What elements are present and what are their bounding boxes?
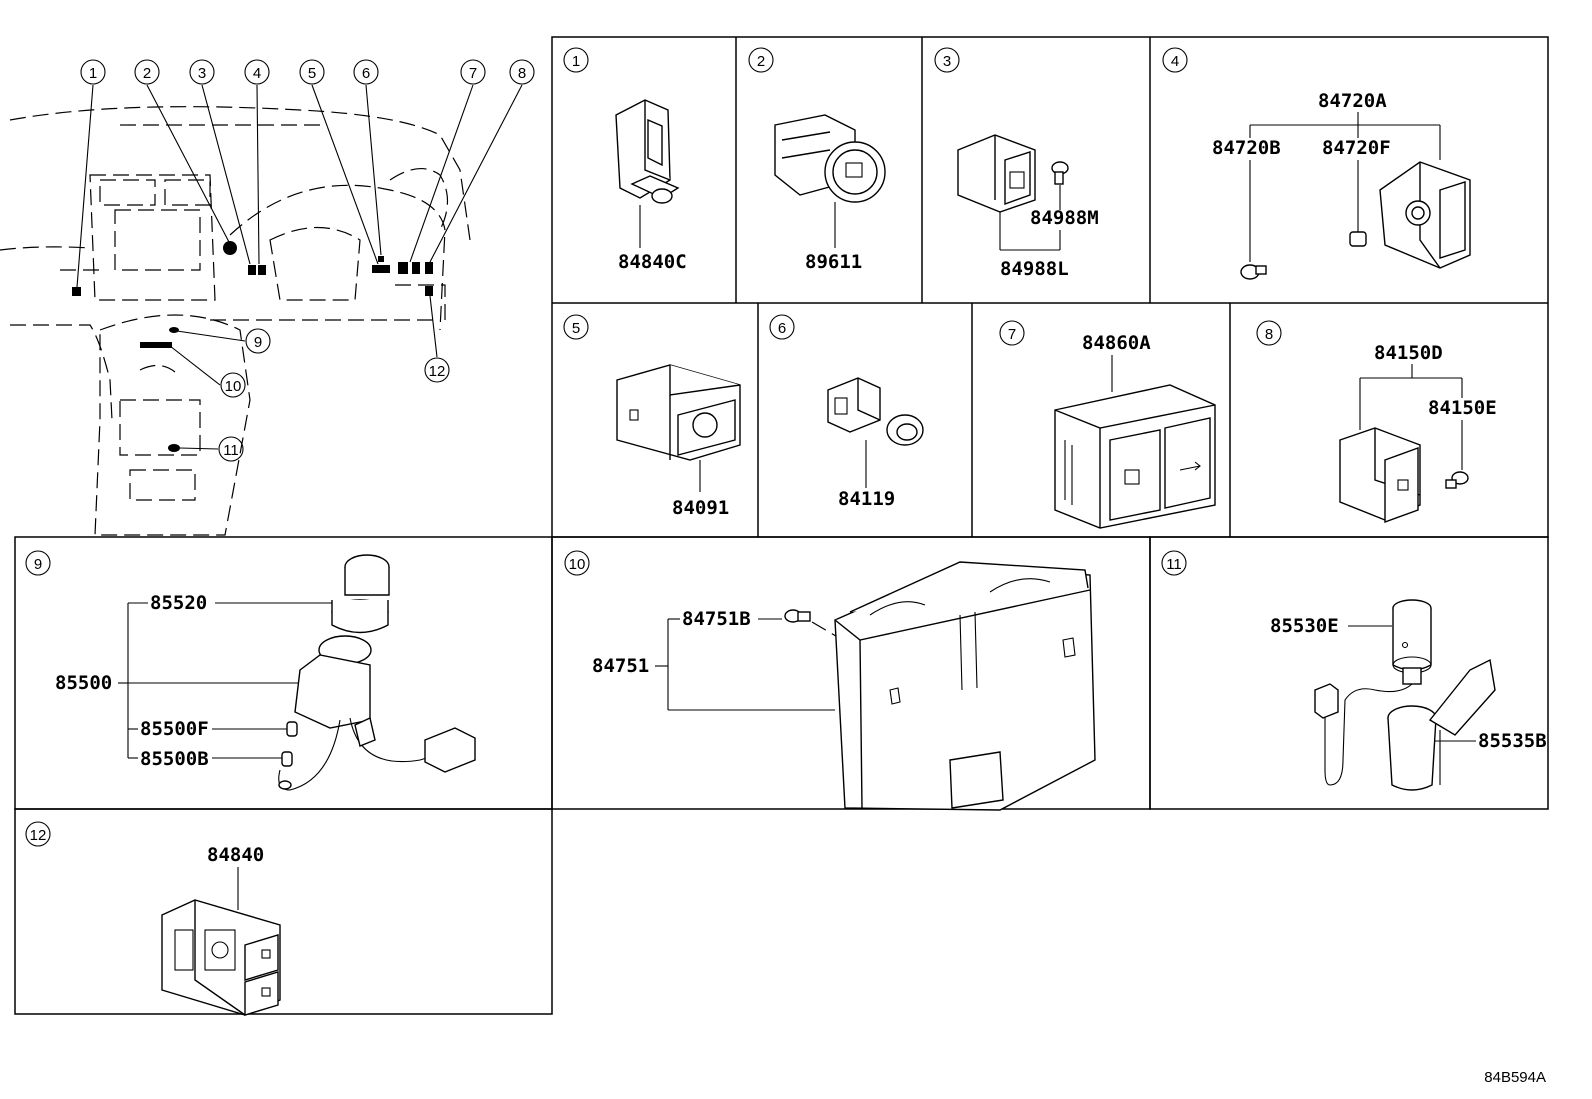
svg-text:7: 7 <box>1008 326 1016 343</box>
clip-part-84720F <box>1349 231 1367 247</box>
switch-part-84091 <box>616 364 741 461</box>
callout-2: 2 <box>134 59 160 85</box>
svg-text:84860A: 84860A <box>1082 332 1151 354</box>
svg-text:5: 5 <box>308 65 316 82</box>
switch-part-84988L <box>957 134 1036 213</box>
switch-part-84840 <box>161 899 281 1016</box>
switch-part-84720A <box>1379 161 1471 269</box>
svg-text:84150D: 84150D <box>1374 342 1443 364</box>
panel-7: 7 84860A <box>999 320 1216 529</box>
overview-callouts: 1 2 3 4 5 6 7 8 9 10 11 12 <box>80 59 535 462</box>
svg-text:10: 10 <box>569 556 586 573</box>
svg-text:11: 11 <box>1166 556 1182 573</box>
panel-1: 1 84840C <box>563 47 687 273</box>
socket-cover-part-85535B <box>1387 658 1496 791</box>
module-part-84751 <box>834 561 1096 811</box>
svg-text:8: 8 <box>1265 326 1273 343</box>
svg-text:84988M: 84988M <box>1030 207 1099 229</box>
svg-text:85535B: 85535B <box>1478 730 1547 752</box>
switch-part-84860A <box>1054 384 1216 529</box>
callout-5: 5 <box>299 59 325 85</box>
svg-text:85520: 85520 <box>150 592 207 614</box>
dimmer-part-84119 <box>827 377 924 446</box>
start-button-part-89611 <box>774 114 886 203</box>
callout-7: 7 <box>460 59 486 85</box>
callout-9: 9 <box>245 328 271 354</box>
panel-9: 9 85520 85500 85500F 85500B <box>25 550 476 791</box>
svg-text:9: 9 <box>254 334 262 351</box>
callout-8: 8 <box>509 59 535 85</box>
svg-text:84751B: 84751B <box>682 608 751 630</box>
panel-2: 2 89611 <box>748 47 886 273</box>
switch-part-84840C <box>615 99 680 204</box>
panel-11: 11 85530E 85535B <box>1161 550 1547 791</box>
callout-1: 1 <box>80 59 106 85</box>
svg-text:84720A: 84720A <box>1318 90 1387 112</box>
callout-6: 6 <box>353 59 379 85</box>
screw-part-84751B <box>784 609 811 623</box>
svg-text:8: 8 <box>518 65 526 82</box>
dashboard-overview <box>0 84 523 536</box>
callout-10: 10 <box>220 372 246 398</box>
svg-text:12: 12 <box>429 363 446 380</box>
svg-text:1: 1 <box>572 53 580 70</box>
svg-text:84720F: 84720F <box>1322 137 1391 159</box>
callout-3: 3 <box>189 59 215 85</box>
callout-4: 4 <box>244 59 270 85</box>
panel-4: 4 84720A 84720B 84720F <box>1162 47 1471 280</box>
svg-text:85530E: 85530E <box>1270 615 1339 637</box>
diagram-code: 84B594A <box>1484 1069 1546 1086</box>
clip-part-84150E <box>1445 471 1469 489</box>
socket-part-85530E <box>1314 599 1432 786</box>
svg-text:3: 3 <box>943 53 951 70</box>
svg-text:84988L: 84988L <box>1000 258 1069 280</box>
callout-11: 11 <box>218 436 244 462</box>
svg-text:84840: 84840 <box>207 844 264 866</box>
panel-3: 3 84988M 84988L <box>934 47 1099 280</box>
socket-part-85500 <box>278 635 476 791</box>
lighter-part-85520 <box>331 554 390 634</box>
svg-text:1: 1 <box>89 65 97 82</box>
svg-text:84091: 84091 <box>672 497 729 519</box>
svg-text:3: 3 <box>198 65 206 82</box>
svg-text:9: 9 <box>34 556 42 573</box>
svg-text:12: 12 <box>30 827 47 844</box>
svg-text:11: 11 <box>223 442 239 459</box>
svg-text:6: 6 <box>362 65 370 82</box>
svg-text:85500F: 85500F <box>140 718 209 740</box>
svg-text:84150E: 84150E <box>1428 397 1497 419</box>
svg-text:84720B: 84720B <box>1212 137 1281 159</box>
svg-text:89611: 89611 <box>805 251 862 273</box>
screw-part-84988M <box>1051 161 1069 185</box>
panel-10: 10 84751B 84751 <box>564 550 1096 811</box>
svg-text:4: 4 <box>253 65 261 82</box>
svg-text:84751: 84751 <box>592 655 649 677</box>
svg-text:84119: 84119 <box>838 488 895 510</box>
svg-text:6: 6 <box>778 320 786 337</box>
panel-6: 6 84119 <box>769 314 924 510</box>
svg-text:2: 2 <box>143 65 151 82</box>
svg-text:7: 7 <box>469 65 477 82</box>
svg-text:85500B: 85500B <box>140 748 209 770</box>
panel-5: 5 84091 <box>563 314 741 519</box>
panel-grid <box>14 36 1549 1015</box>
svg-text:10: 10 <box>225 378 242 395</box>
svg-text:2: 2 <box>757 53 765 70</box>
bolt-part-84720B <box>1240 264 1267 280</box>
panel-8: 8 84150D 84150E <box>1256 320 1497 523</box>
callout-12: 12 <box>424 357 450 383</box>
switch-part-84150D <box>1339 427 1421 523</box>
svg-text:4: 4 <box>1171 53 1179 70</box>
panel-12: 12 84840 <box>25 821 281 1016</box>
svg-text:85500: 85500 <box>55 672 112 694</box>
svg-text:84840C: 84840C <box>618 251 687 273</box>
svg-text:5: 5 <box>572 320 580 337</box>
